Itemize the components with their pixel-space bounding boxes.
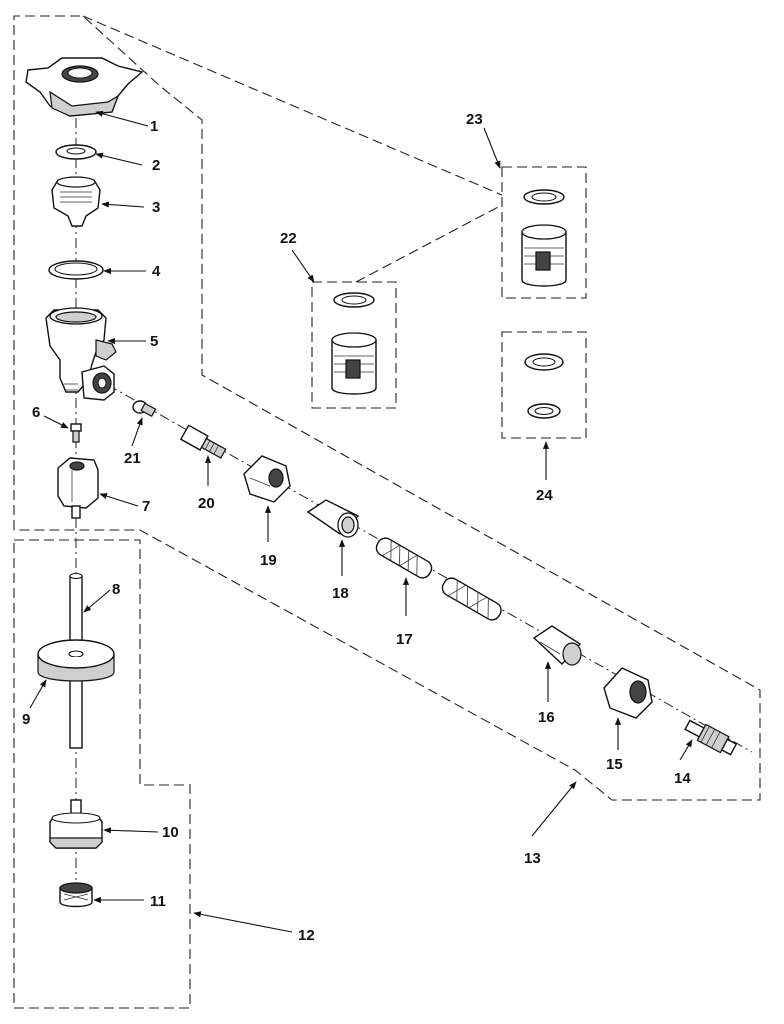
callout-22: 22 [280, 230, 297, 247]
mesh-filter-part-17b [441, 577, 502, 621]
strainer-part-11 [59, 882, 93, 908]
coupling-part-16 [532, 625, 582, 666]
hex-nut-part-19 [243, 455, 291, 503]
lower-assembly-boundary-12 [13, 539, 191, 1009]
upper-boundary-diagonal [82, 15, 503, 196]
sleeve-part-18 [306, 499, 360, 538]
callout-4: 4 [152, 263, 161, 280]
callout-11: 11 [150, 893, 166, 910]
cartridge-kit-part-23 [521, 189, 567, 287]
callout-13: 13 [524, 850, 541, 867]
fitting-part-20 [179, 424, 227, 459]
handle-part-1 [25, 57, 144, 117]
ring-kit-part-24 [524, 353, 564, 419]
callout-12: 12 [298, 927, 315, 944]
callout-21: 21 [124, 450, 141, 467]
kit-box-24 [501, 331, 587, 439]
valve-body-part-5 [45, 307, 117, 401]
screw-part-21 [132, 400, 157, 417]
callout-8: 8 [112, 581, 120, 598]
callout-14: 14 [674, 770, 691, 787]
hex-nut-part-15 [603, 667, 653, 719]
callout-20: 20 [198, 495, 215, 512]
upper-assembly-boundary [13, 15, 761, 801]
callout-6: 6 [32, 404, 40, 421]
callout-3: 3 [152, 199, 160, 216]
kit-box-23 [501, 166, 587, 299]
o-ring-part-4 [48, 260, 104, 280]
callout-10: 10 [162, 824, 179, 841]
hex-fitting-part-7 [57, 457, 99, 519]
callout-1: 1 [150, 118, 158, 135]
leader-lines [29, 110, 693, 933]
callout-9: 9 [22, 711, 30, 728]
callout-7: 7 [142, 498, 150, 515]
cap-part-10 [49, 799, 103, 849]
callout-15: 15 [606, 756, 623, 773]
callout-18: 18 [332, 585, 349, 602]
valve-stem-part-14 [684, 719, 738, 756]
callout-5: 5 [150, 333, 158, 350]
callout-16: 16 [538, 709, 555, 726]
callout-17: 17 [396, 631, 413, 648]
callout-19: 19 [260, 552, 277, 569]
disc-part-9 [37, 639, 115, 682]
washer-part-2 [55, 144, 97, 160]
bonnet-part-3 [51, 176, 101, 227]
kit-link-22-23 [355, 204, 503, 283]
callout-2: 2 [152, 157, 160, 174]
callout-labels: 1 2 3 4 5 6 7 8 9 10 11 12 13 14 15 16 1… [22, 111, 691, 944]
callout-24: 24 [536, 487, 553, 504]
screw-part-6 [70, 423, 82, 443]
mesh-filter-part-17a [375, 537, 433, 579]
callout-23: 23 [466, 111, 483, 128]
cartridge-kit-part-22 [331, 292, 377, 395]
